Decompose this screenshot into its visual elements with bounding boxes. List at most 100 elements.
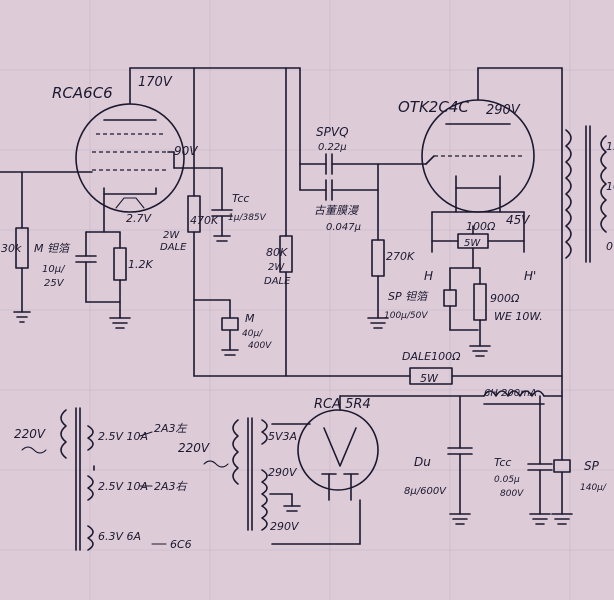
hum-pot-value: 100Ω (466, 220, 496, 233)
v1-plate-res-label-1: 470K (190, 214, 219, 227)
v1-bypass-cap-label-3: 25V (44, 278, 65, 289)
v1-bypass-cap-label-1: M 钽箔 (34, 242, 71, 255)
secondary-3-label: 6.3V 6A (98, 530, 141, 543)
screen-res-label-2: 2W (268, 262, 285, 273)
coupling-cap-1-label-1: SPVQ (316, 125, 349, 139)
dropping-res-label: DALE100Ω (402, 350, 461, 363)
v2-cathode-cap-label-2: 100μ/50V (384, 311, 428, 321)
input-circuit (0, 171, 93, 323)
v2-cathode-voltage: 45V (506, 213, 530, 227)
rect-hv-tap-1: 290V (268, 466, 298, 479)
tube-v1-label: RCA6C6 (52, 84, 113, 102)
screen-bypass-cap (221, 317, 239, 331)
coupling-cap-2-label-1: 古董膜漫 (314, 204, 359, 217)
v2-grid-network (367, 189, 389, 329)
v1-plate-res-label-2: 2W (163, 230, 180, 241)
v2-cathode-res-label-2: WE 10W. (494, 310, 543, 323)
v1-cathode-voltage: 2.7V (126, 212, 152, 225)
screen-res-label-3: DALE (264, 276, 291, 287)
secondary-1-label: 2.5V 10A (98, 430, 148, 443)
rectifier-label: RCA 5R4 (314, 397, 371, 412)
output-transformer-primary (565, 129, 572, 259)
v2-plate-voltage: 290V (486, 103, 521, 118)
v2-cathode-cap-label-1: SP 钽箔 (388, 290, 429, 303)
filter-cap-1-label-2: 8μ/600V (404, 486, 447, 497)
filter-cap-2-label-3: 800V (500, 489, 524, 499)
rectifier-envelope (297, 409, 379, 491)
coupling-caps (299, 153, 427, 201)
filter-cap-3-label-2: 140μ/ (580, 483, 607, 493)
rect-hv-tap-2: 290V (270, 520, 300, 533)
screen-cap-label-1: Tcc (232, 192, 249, 205)
screen-bypass-label-1: M (245, 312, 255, 325)
coupling-cap-1-label-2: 0.22μ (318, 142, 347, 153)
v1-cathode-resistor (113, 247, 127, 281)
filament-tap-h-prime: H' (524, 269, 536, 283)
rect-filament-tap: 5V3A (268, 430, 297, 443)
output-transformer (565, 125, 607, 263)
rectifier-transformer (232, 417, 268, 531)
v2-filament-circuit (431, 187, 525, 269)
v2-cathode-resistor (473, 283, 487, 321)
rectifier-filament-winding (261, 419, 268, 445)
power-secondary-2 (87, 475, 94, 501)
v1-screen-voltage: 90V (174, 144, 198, 158)
filter-cap-3-label-1: SP (584, 459, 600, 473)
ac-symbol-1 (21, 446, 47, 454)
power-transformer (60, 407, 95, 551)
v2-grid-resistor (371, 239, 385, 277)
v2-cathode-res-label-1: 900Ω (490, 292, 520, 305)
ac-symbol-2 (203, 460, 229, 468)
v1-bypass-cap-label-2: 10μ/ (42, 264, 66, 275)
dropping-res-wattage: 5W (420, 372, 439, 385)
screen-cap-label-2: 1μ/385V (228, 213, 267, 223)
secondary-2-label: 2.5V 10A (98, 480, 148, 493)
choke-label: 6H 200mA (484, 388, 537, 399)
center-tap-ground (269, 493, 301, 512)
screen-bypass-label-3: 400V (248, 341, 272, 351)
screen-bypass-label-2: 40μ/ (242, 329, 263, 339)
filter-choke (483, 390, 545, 397)
secondary-3-dest: 6C6 (170, 538, 192, 551)
power-secondary-1 (87, 425, 94, 451)
filter-cap-1-label-1: Du (414, 455, 431, 469)
secondary-2-dest: 2A3右 (154, 480, 189, 493)
tube-v1-heater (115, 197, 145, 209)
power-transformer-primary (60, 409, 67, 459)
filter-cap-2-label-2: 0.05μ (494, 475, 520, 485)
tube-v2-label: OTK2C4C (398, 98, 469, 116)
power-secondary-3 (87, 525, 94, 551)
tube-rectifier (271, 395, 379, 545)
grid-leak-value: 30k (1, 242, 22, 255)
v1-plate-res-label-3: DALE (160, 242, 187, 253)
v2-grid-res-value: 270K (386, 250, 415, 263)
screen-res-label-1: 80K (266, 246, 288, 259)
rectifier-transformer-primary (232, 419, 239, 485)
output-tap-10: 10 (606, 180, 614, 193)
secondary-1-dest: 2A3左 (154, 422, 189, 435)
v1-plate-voltage: 170V (138, 75, 173, 90)
tube-v1-cathode (103, 187, 157, 195)
v1-cathode-resistor-value: 1.2K (128, 258, 153, 271)
tube-v2-filament (455, 175, 501, 189)
output-transformer-secondary (600, 135, 607, 233)
coupling-cap-2-label-2: 0.047μ (326, 222, 361, 233)
hum-pot-wattage: 5W (464, 238, 481, 249)
rectifier-hv-winding (261, 469, 268, 531)
v1-cathode-network (75, 193, 131, 329)
v2-plate-circuit (477, 67, 563, 393)
screen-supply (193, 67, 293, 377)
power-primary-voltage: 220V (14, 427, 46, 441)
rect-primary-voltage: 220V (178, 441, 210, 455)
filter-cap-2-label-1: Tcc (494, 456, 511, 469)
filament-tap-h: H (424, 269, 433, 283)
rectifier-filament (323, 427, 357, 467)
output-tap-0: 0 (606, 240, 613, 253)
filter-section (339, 390, 573, 525)
tube-v1 (75, 103, 185, 213)
output-tap-15: 15 (606, 140, 614, 153)
dropping-resistor-group (409, 367, 563, 385)
v2-cathode-network (443, 267, 491, 357)
